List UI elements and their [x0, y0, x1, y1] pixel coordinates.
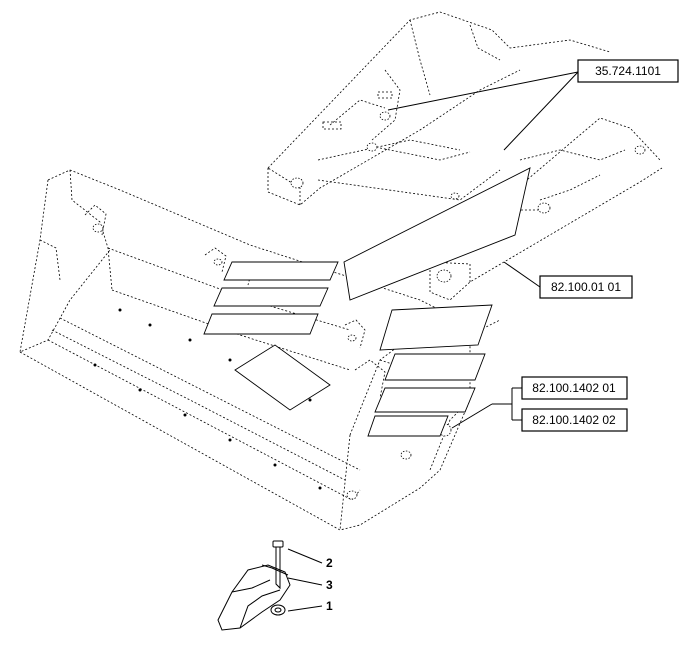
- ref-box-bucket-mount[interactable]: 82.100.01 01: [539, 275, 633, 299]
- bolt-drawing: [272, 540, 284, 590]
- ref-box-loader-arm[interactable]: 35.724.1101: [577, 59, 679, 83]
- watermark-logo: [203, 167, 531, 437]
- ref-label-loader-arm: 35.724.1101: [595, 64, 661, 78]
- ref-label-bucket-mount: 82.100.01 01: [551, 280, 621, 294]
- callout-nut: 1: [326, 599, 333, 613]
- ref-label-bucket-variant-b: 82.100.1402 02: [532, 413, 616, 427]
- ref-box-bucket-variant-a[interactable]: 82.100.1402 01: [521, 376, 628, 400]
- callout-bolt: 2: [326, 556, 333, 570]
- nut-drawing: [270, 604, 286, 616]
- ref-box-bucket-variant-b[interactable]: 82.100.1402 02: [521, 408, 628, 432]
- leader-lines: [287, 71, 579, 612]
- callout-tooth-adapter: 3: [326, 578, 333, 592]
- ref-label-bucket-variant-a: 82.100.1402 01: [532, 381, 616, 395]
- loader-arm-drawing: [267, 11, 663, 301]
- tooth-adapter-drawing: [217, 564, 291, 631]
